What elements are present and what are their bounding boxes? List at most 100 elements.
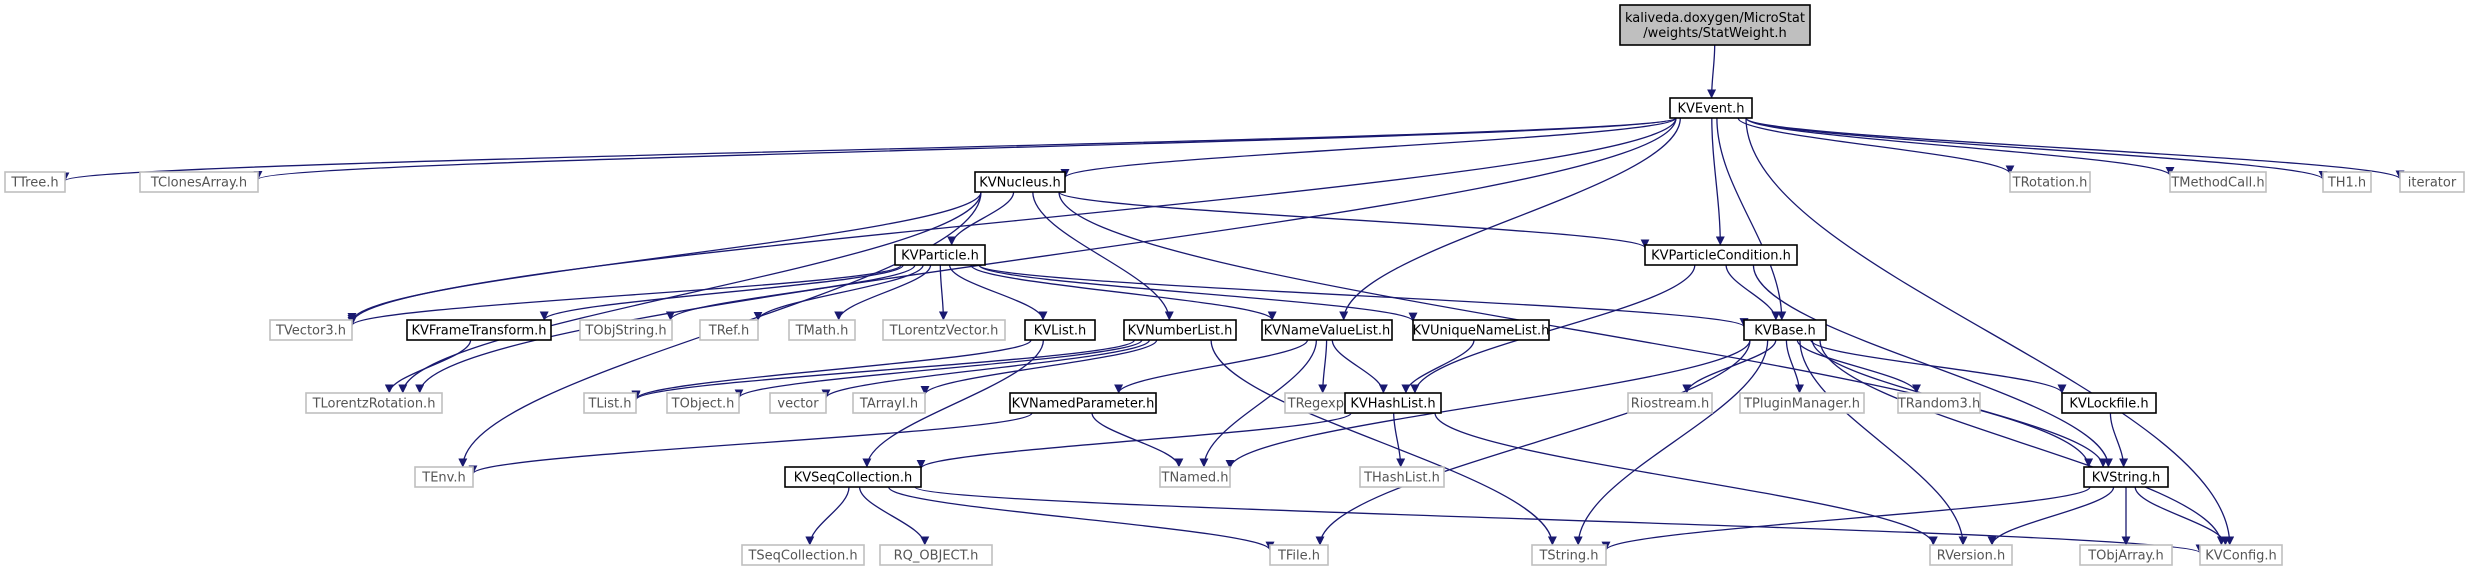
node-kvnamedparameter-box (1009, 392, 1157, 414)
edge-kvparticle-to-kvbase (978, 264, 1749, 328)
node-kvconfig-label: KVConfig.h (2205, 549, 2277, 564)
edge-kvparticle-to-kvnamevaluelist (970, 264, 1277, 321)
node-kvbase-box (1743, 319, 1827, 341)
node-kvevent-label: KVEvent.h (1677, 102, 1744, 117)
node-trotation-label: TRotation.h (2012, 176, 2088, 191)
node-kvparticlecondition-box (1644, 244, 1798, 266)
node-iterator-box (2399, 171, 2465, 193)
node-tobjarray-label: TObjArray.h (2087, 549, 2164, 564)
node-kvnamevaluelist[interactable]: KVNameValueList.h (1261, 319, 1393, 341)
node-kvnumberlist[interactable]: KVNumberList.h (1123, 319, 1237, 341)
node-tlist-label: TList.h (587, 397, 631, 412)
node-kvstring[interactable]: KVString.h (2083, 466, 2169, 488)
node-tregexp-label: TRegexp.h (1287, 397, 1357, 412)
node-rq_object-box (879, 544, 993, 566)
node-kvlockfile-box (2061, 392, 2157, 414)
node-tlorentzrotation-box (305, 392, 443, 414)
node-trandom3: TRandom3.h (1897, 392, 1981, 414)
node-th1-label: TH1.h (2327, 176, 2366, 191)
edge-kvseqcollection-to-rq_object (858, 486, 930, 546)
node-tlorentzvector-label: TLorentzVector.h (889, 324, 999, 339)
edge-kvnamevaluelist-to-tregexp (1318, 339, 1328, 394)
node-tobjstring-box (579, 319, 673, 341)
edge-kvnamedparameter-to-tenv (468, 412, 1033, 475)
node-tmath: TMath.h (788, 319, 856, 341)
edge-kvevent-to-trotation (1737, 117, 2015, 175)
edge-kvevent-to-tlorentzrotation (415, 117, 1677, 394)
edge-kvnumberlist-to-tarrayi (920, 339, 1158, 395)
node-kvhashlist[interactable]: KVHashList.h (1344, 392, 1442, 414)
edge-kvuniquenamelist-to-kvhashlist (1401, 339, 1475, 394)
edge-kvparticle-to-tvector3 (347, 264, 902, 327)
edge-kvlist-to-kvseqcollection (862, 339, 1045, 468)
edge-kvseqcollection-to-kvconfig (914, 486, 2205, 554)
node-tnamed-box (1159, 466, 1231, 488)
node-vector-box (769, 392, 827, 414)
node-kvstring-box (2083, 466, 2169, 488)
node-kvparticlecondition[interactable]: KVParticleCondition.h (1644, 244, 1798, 266)
edge-kvhashlist-to-kvseqcollection (916, 412, 1352, 469)
node-tobjarray: TObjArray.h (2079, 544, 2173, 566)
node-tseqcollection-box (741, 544, 865, 566)
node-kvbase[interactable]: KVBase.h (1743, 319, 1827, 341)
edge-kvparticle-to-tlorentzvector (938, 264, 948, 321)
node-ttree-box (4, 171, 66, 193)
node-tvector3-label: TVector3.h (275, 324, 346, 339)
edge-kvparticle-to-kvuniquenamelist (978, 264, 1418, 322)
edge-kvbase-to-tfile (1315, 339, 1751, 546)
node-kvnumberlist-label: KVNumberList.h (1128, 324, 1233, 339)
node-th1-box (2322, 171, 2372, 193)
edge-kvbase-to-tstring (1573, 339, 1769, 546)
edge-kvnamedparameter-to-tnamed (1091, 412, 1184, 468)
edge-kvevent-to-iterator (1745, 117, 2405, 180)
node-tref-label: TRef.h (708, 324, 749, 339)
node-kvlockfile-label: KVLockfile.h (2069, 397, 2148, 412)
node-kvnamedparameter[interactable]: KVNamedParameter.h (1009, 392, 1157, 414)
edge-kvevent-to-kvnamevaluelist (1339, 117, 1681, 321)
node-kvframetransform[interactable]: KVFrameTransform.h (406, 319, 552, 341)
node-thashlist-box (1359, 466, 1445, 488)
edge-kvnumberlist-to-tstring (1210, 339, 1557, 546)
node-tenv-box (414, 466, 474, 488)
node-kvconfig: KVConfig.h (2199, 544, 2283, 566)
node-root-box (1619, 4, 1811, 46)
node-tarrayi-box (852, 392, 926, 414)
node-kvseqcollection[interactable]: KVSeqCollection.h (784, 466, 922, 488)
node-kvevent-box (1669, 97, 1753, 119)
node-tfile-box (1269, 544, 1329, 566)
node-trandom3-label: TRandom3.h (1897, 397, 1980, 412)
node-kvevent[interactable]: KVEvent.h (1669, 97, 1753, 119)
node-kvlist-box (1024, 319, 1096, 341)
node-kvparticlecondition-label: KVParticleCondition.h (1651, 249, 1791, 264)
node-kvlockfile[interactable]: KVLockfile.h (2061, 392, 2157, 414)
edge-kvbase-to-kvlockfile (1810, 339, 2067, 394)
node-kvnamedparameter-label: KVNamedParameter.h (1012, 397, 1155, 412)
node-kvnucleus[interactable]: KVNucleus.h (974, 171, 1066, 193)
node-tobjarray-box (2079, 544, 2173, 566)
edge-kvparticle-to-tref (753, 264, 924, 321)
node-kvparticle[interactable]: KVParticle.h (894, 244, 986, 266)
node-tfile-label: TFile.h (1277, 549, 1320, 564)
node-root-label: kaliveda.doxygen/MicroStat (1625, 11, 1805, 26)
node-thashlist-label: THashList.h (1363, 471, 1440, 486)
edge-kvnucleus-to-kvstring (1058, 191, 2094, 468)
node-kvnucleus-label: KVNucleus.h (979, 176, 1061, 191)
edge-kvnumberlist-to-tlist (631, 339, 1136, 401)
edge-kvevent-to-tmethodcall (1745, 117, 2175, 177)
node-kvhashlist-box (1344, 392, 1442, 414)
node-tobjstring: TObjString.h (579, 319, 673, 341)
edge-kvnucleus-to-kvparticle (947, 191, 1015, 246)
edge-kvbase-to-tpluginmanager (1785, 339, 1804, 394)
edge-kvnamevaluelist-to-kvnamedparameter (1114, 339, 1309, 394)
node-kvuniquenamelist[interactable]: KVUniqueNameList.h (1412, 319, 1550, 341)
node-tobject: TObject.h (666, 392, 740, 414)
node-root[interactable]: kaliveda.doxygen/MicroStat/weights/StatW… (1619, 4, 1811, 46)
edge-kvevent-to-tvector3 (347, 117, 1677, 325)
edge-kvparticle-to-tobjstring (666, 264, 916, 321)
edge-kvbase-to-kvconfig (1819, 339, 2226, 546)
edge-kvnucleus-to-kvnumberlist (1032, 191, 1174, 321)
node-kvlist[interactable]: KVList.h (1024, 319, 1096, 341)
nodes-layer: kaliveda.doxygen/MicroStat/weights/StatW… (4, 4, 2465, 566)
node-tlist-box (583, 392, 637, 414)
